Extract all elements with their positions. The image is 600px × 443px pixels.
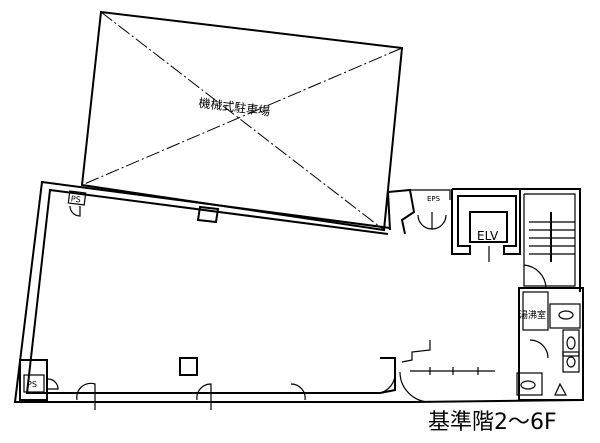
ps-label-bottom: PS [27,380,37,389]
elevator [469,211,508,243]
window-line [410,367,495,375]
elevator-label: ELV [477,229,499,243]
column [179,357,198,376]
kitchenette-label: 湯沸室 [519,309,546,321]
floor-caption: 基準階2〜6F [428,410,557,435]
eps-label: EPS [427,195,441,203]
parking-label: 機械式駐車場 [198,95,271,119]
ps-label-top: PS [70,194,81,204]
core: EPS ELV 湯沸室 [379,188,584,403]
office-walls: PS PS [13,180,413,410]
parking-area: 機械式駐車場 [80,10,404,232]
